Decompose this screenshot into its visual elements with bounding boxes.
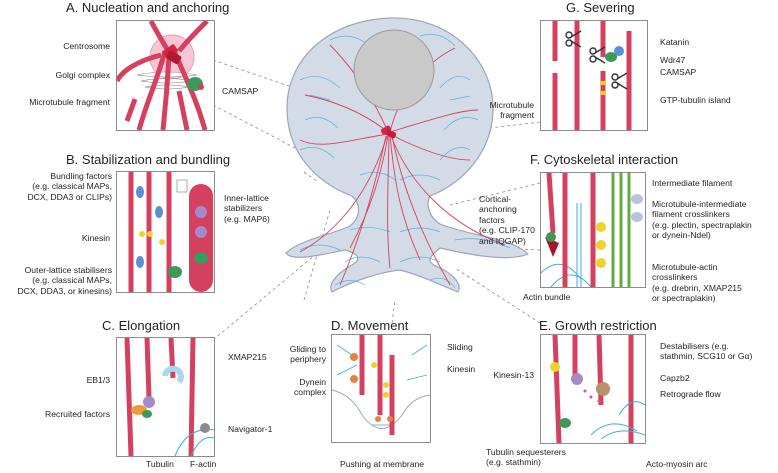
panel-f-box: [540, 172, 646, 288]
label-xmap215-c: XMAP215: [228, 352, 267, 362]
label-kinesin13: Kinesin-13: [493, 370, 534, 380]
panel-a-title: A. Nucleation and anchoring: [66, 0, 230, 15]
label-tubulin-sequesterers: Tubulin sequesterers(e.g. stathmin): [486, 447, 566, 468]
label-retrograde: Retrograde flow: [660, 389, 721, 399]
panel-b-title: B. Stabilization and bundling: [66, 152, 231, 167]
label-outer-lattice: Outer-lattice stabilisers(e.g. classical…: [17, 265, 112, 296]
label-sliding: Sliding: [447, 342, 473, 352]
panel-g-box: [540, 20, 648, 131]
label-recruited-factors: Recruited factors: [45, 409, 110, 419]
label-tubulin: Tubulin: [146, 459, 174, 469]
label-eb13: EB1/3: [86, 375, 110, 385]
panel-b-box: [116, 171, 215, 293]
panel-e-box: [540, 334, 646, 444]
label-destabilisers: Destabilisers (e.g.stathmin, SCG10 or Gα…: [660, 341, 753, 362]
label-actin-bundle: Actin bundle: [523, 292, 571, 302]
label-bundling-factors: Bundling factors(e.g. classical MAPs,DCX…: [27, 171, 112, 202]
panel-f-title: F. Cytoskeletal interaction: [530, 152, 679, 167]
label-centrosome: Centrosome: [63, 41, 110, 51]
label-kinesin-d: Kinesin: [447, 364, 476, 374]
label-wdr47: Wdr47: [660, 55, 686, 65]
label-intermediate-filament: Intermediate filament: [652, 178, 733, 188]
label-camsap-g: CAMSAP: [660, 67, 697, 77]
label-actomyosin: Acto-myosin arc: [646, 459, 708, 469]
panel-g-title: G. Severing: [566, 0, 635, 15]
scissors-icon: [565, 30, 628, 90]
label-kinesin-b: Kinesin: [81, 233, 110, 243]
label-gtp-island: GTP-tubulin island: [660, 95, 731, 105]
nucleus: [353, 29, 435, 111]
panel-c-title: C. Elongation: [102, 318, 181, 333]
panel-e-title: E. Growth restriction: [539, 318, 657, 333]
label-pushing: Pushing at membrane: [340, 459, 425, 469]
label-factin: F-actin: [190, 459, 217, 469]
label-navigator: Navigator-1: [228, 424, 273, 434]
label-camsap-a: CAMSAP: [222, 86, 259, 96]
cell-centrosome: [380, 125, 397, 139]
panel-a-box: [116, 20, 215, 131]
label-katanin: Katanin: [660, 37, 690, 47]
panel-c-box: [116, 337, 215, 457]
cell-body: [285, 17, 530, 293]
label-capzb2: Capzb2: [660, 373, 690, 383]
label-golgi: Golgi complex: [55, 70, 110, 80]
panel-d-title: D. Movement: [331, 318, 409, 333]
label-microtubule-fragment: Microtubule fragment: [29, 97, 110, 107]
panel-d-box: [331, 334, 431, 443]
